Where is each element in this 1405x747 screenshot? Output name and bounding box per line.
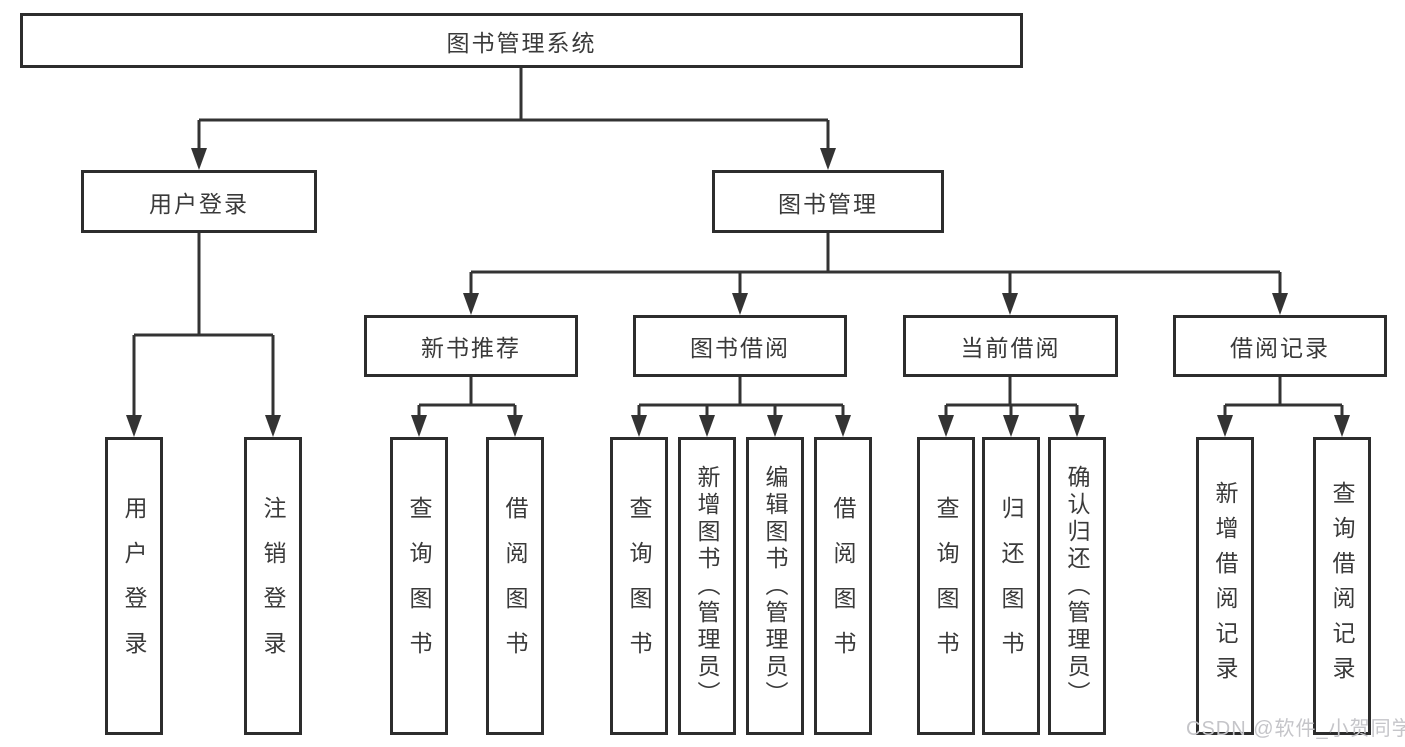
leaf-query-borrow-record: 查询借阅记录 <box>1313 437 1371 735</box>
leaf-add-books-admin-label: 新增图书（管理员） <box>694 464 720 708</box>
leaf-logout: 注销登录 <box>244 437 302 735</box>
node-borrowing-records: 借阅记录 <box>1173 315 1387 377</box>
node-book-management-label: 图书管理 <box>778 190 878 217</box>
leaf-query-books-under-current-label: 查询图书 <box>933 496 959 676</box>
node-current-borrowing-label: 当前借阅 <box>960 335 1061 361</box>
node-user-login: 用户登录 <box>81 170 317 233</box>
leaf-query-borrow-record-label: 查询借阅记录 <box>1329 481 1355 691</box>
node-book-borrowing-label: 图书借阅 <box>690 335 790 361</box>
leaf-query-books-under-borrowing-label: 查询图书 <box>626 496 652 676</box>
leaf-borrow-books-under-borrowing: 借阅图书 <box>814 437 872 735</box>
connector-borrowing-records-to-leaves <box>1217 377 1350 437</box>
node-root-label: 图书管理系统 <box>446 29 597 56</box>
node-root: 图书管理系统 <box>20 13 1023 68</box>
leaf-user-login: 用户登录 <box>105 437 163 735</box>
node-user-login-label: 用户登录 <box>149 190 249 217</box>
leaf-query-books-under-borrowing: 查询图书 <box>610 437 668 735</box>
leaf-add-books-admin: 新增图书（管理员） <box>678 437 736 735</box>
node-new-book-recommend-label: 新书推荐 <box>421 335 521 361</box>
node-current-borrowing: 当前借阅 <box>903 315 1118 377</box>
node-borrowing-records-label: 借阅记录 <box>1230 335 1330 361</box>
leaf-return-books: 归还图书 <box>982 437 1040 735</box>
leaf-logout-label: 注销登录 <box>260 496 286 676</box>
leaf-confirm-return-admin-label: 确认归还（管理员） <box>1064 464 1090 708</box>
leaf-user-login-label: 用户登录 <box>121 496 147 676</box>
node-book-borrowing: 图书借阅 <box>633 315 847 377</box>
node-book-management: 图书管理 <box>712 170 944 233</box>
connector-book-management-to-level3 <box>463 233 1288 315</box>
leaf-add-borrow-record-label: 新增借阅记录 <box>1212 481 1238 691</box>
csdn-watermark: CSDN @软件_小贺同学 <box>1186 718 1405 740</box>
leaf-confirm-return-admin: 确认归还（管理员） <box>1048 437 1106 735</box>
node-new-book-recommend: 新书推荐 <box>364 315 578 377</box>
leaf-borrow-books-under-new-book-label: 借阅图书 <box>502 496 528 676</box>
connector-new-book-recommend-to-leaves <box>411 377 523 437</box>
leaf-borrow-books-under-borrowing-label: 借阅图书 <box>830 496 856 676</box>
leaf-query-books-under-new-book-label: 查询图书 <box>406 496 432 676</box>
connector-current-borrowing-to-leaves <box>938 377 1085 437</box>
leaf-return-books-label: 归还图书 <box>998 496 1024 676</box>
leaf-query-books-under-new-book: 查询图书 <box>390 437 448 735</box>
leaf-query-books-under-current: 查询图书 <box>917 437 975 735</box>
connector-book-borrowing-to-leaves <box>631 377 851 437</box>
leaf-edit-books-admin: 编辑图书（管理员） <box>746 437 804 735</box>
leaf-edit-books-admin-label: 编辑图书（管理员） <box>762 464 788 708</box>
leaf-borrow-books-under-new-book: 借阅图书 <box>486 437 544 735</box>
connector-user-login-to-leaves <box>126 233 281 437</box>
leaf-add-borrow-record: 新增借阅记录 <box>1196 437 1254 735</box>
connector-root-to-level2 <box>191 68 836 170</box>
